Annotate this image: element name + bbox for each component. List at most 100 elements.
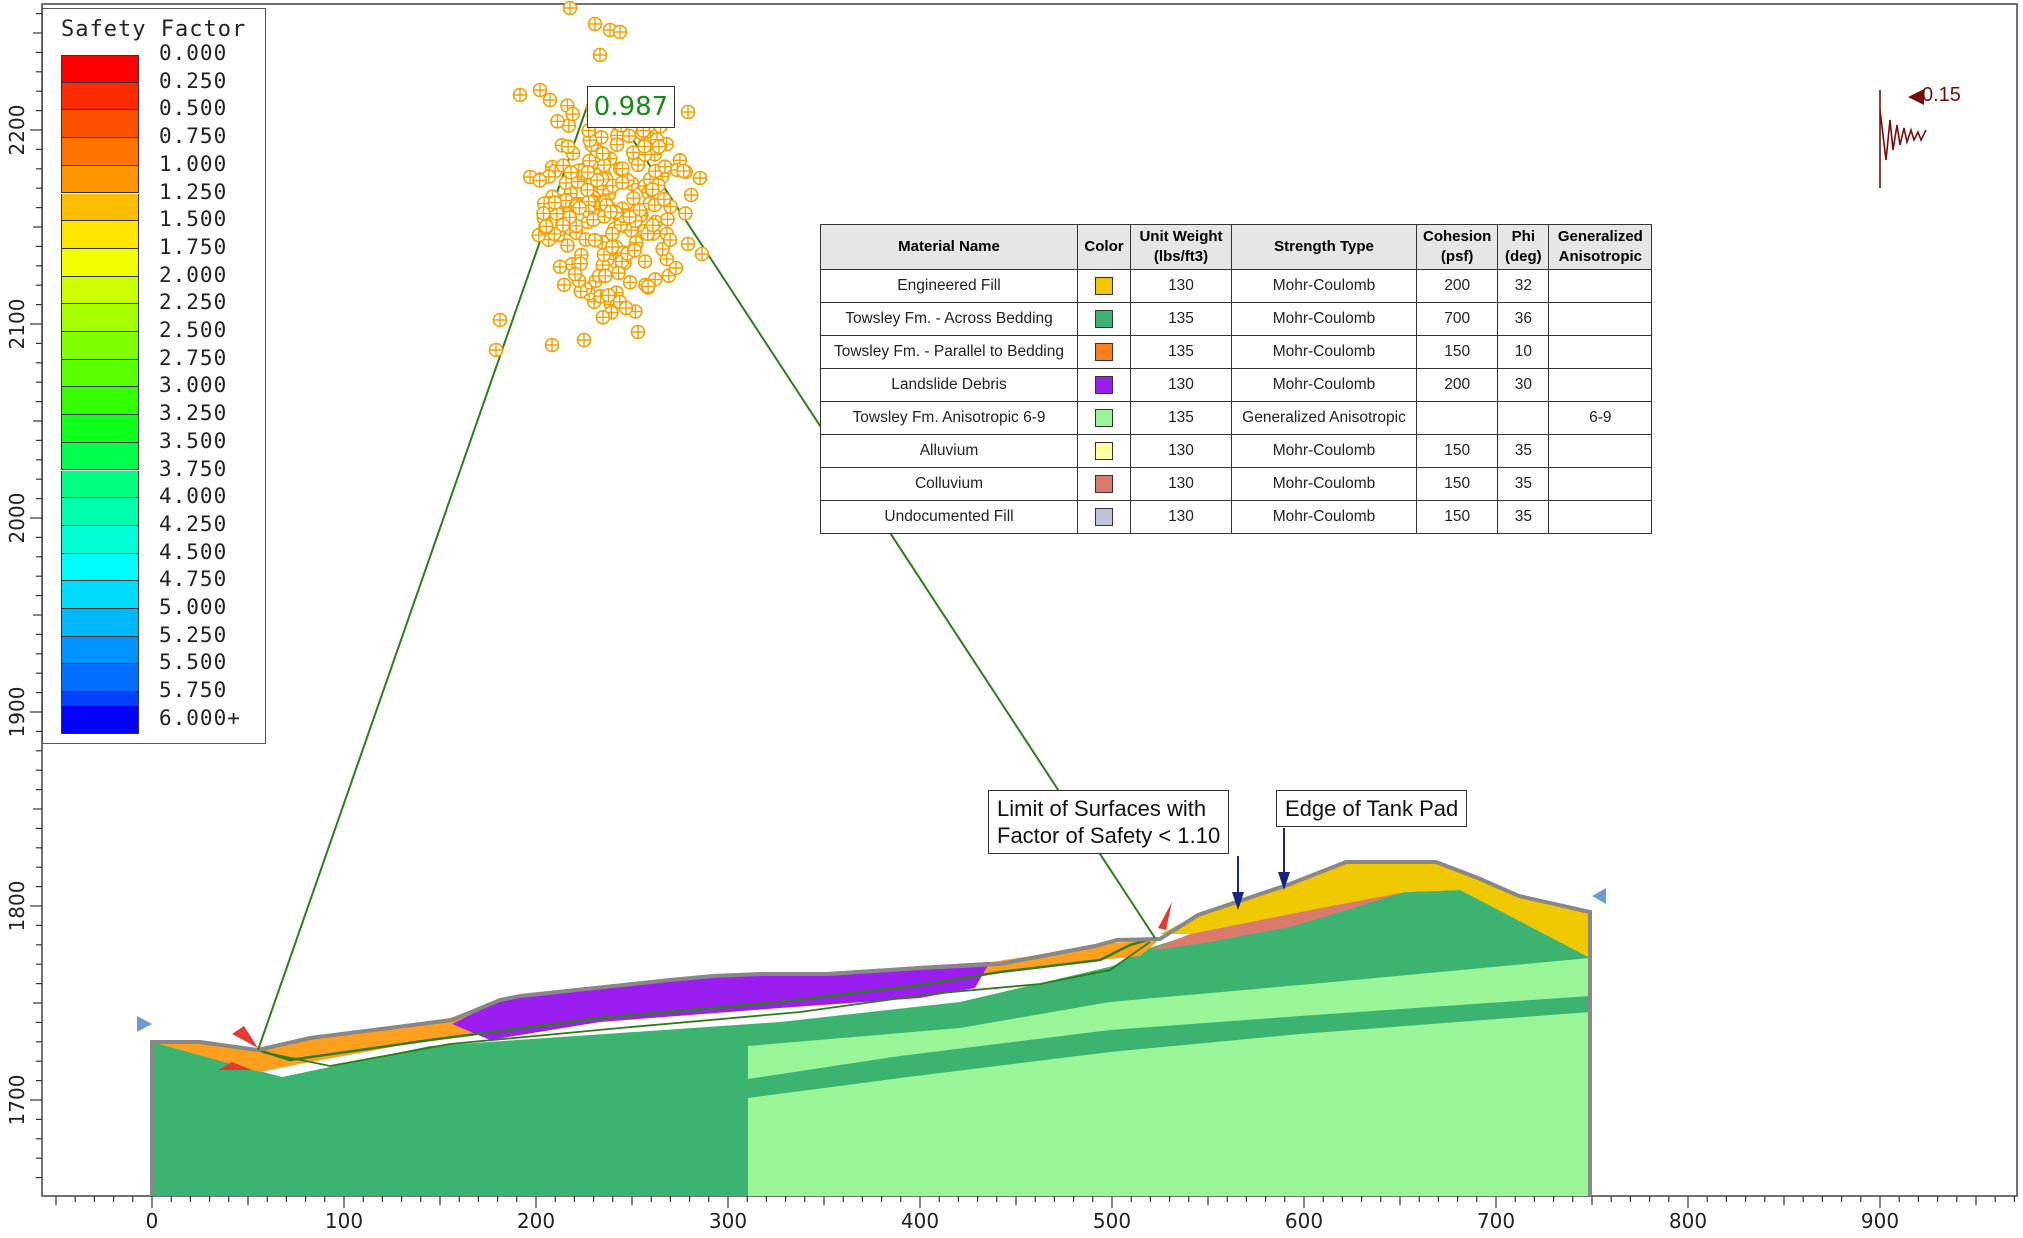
y-tick-label: 1900 xyxy=(5,687,29,738)
slide-direction-arrow-icon xyxy=(232,1026,258,1048)
material-name-cell: Towsley Fm. - Across Bedding xyxy=(820,302,1078,336)
legend-swatch xyxy=(61,498,139,526)
material-aniso-cell xyxy=(1548,368,1653,402)
slip-center-marker-icon xyxy=(668,260,684,276)
material-strength-cell: Mohr-Coulomb xyxy=(1231,302,1417,336)
slip-center-marker-icon xyxy=(592,47,608,63)
legend-swatch xyxy=(61,609,139,637)
slip-center-marker-icon xyxy=(626,190,641,206)
legend-label: 2.750 xyxy=(159,345,228,370)
material-cohesion-cell: 700 xyxy=(1415,302,1499,336)
material-phi-cell: 32 xyxy=(1497,269,1550,303)
material-color-swatch xyxy=(1095,474,1113,493)
legend-label: 0.250 xyxy=(159,68,228,93)
legend-swatch xyxy=(61,664,139,693)
table-header-row: Material Name Color Unit Weight (lbs/ft3… xyxy=(820,224,1653,270)
legend-swatch xyxy=(61,581,139,609)
slip-center-marker-icon xyxy=(614,175,630,190)
material-strength-cell: Generalized Anisotropic xyxy=(1231,401,1417,435)
limit-surfaces-callout-line-1: Limit of Surfaces with xyxy=(997,796,1207,821)
material-strength-cell: Mohr-Coulomb xyxy=(1231,467,1417,501)
material-name-cell: Undocumented Fill xyxy=(820,500,1078,534)
header-phi: Phi (deg) xyxy=(1497,224,1550,270)
slip-center-marker-icon xyxy=(625,145,641,160)
slide-direction-arrow-icon xyxy=(1158,902,1172,930)
material-name-cell: Engineered Fill xyxy=(820,269,1078,303)
slip-center-marker-icon xyxy=(622,274,638,290)
material-unit-weight-cell: 130 xyxy=(1130,368,1232,402)
legend-swatch xyxy=(61,55,139,83)
slip-center-marker-icon xyxy=(580,164,596,180)
slip-center-marker-icon xyxy=(662,232,678,248)
colluvium-region xyxy=(1150,892,1405,950)
material-color-cell xyxy=(1077,467,1131,501)
legend-swatch xyxy=(61,193,139,222)
x-tick-label: 200 xyxy=(517,1209,555,1233)
slip-center-marker-icon xyxy=(532,82,548,98)
legend-label: 4.250 xyxy=(159,511,228,536)
legend-row: 4.250 xyxy=(61,512,261,554)
material-strength-cell: Mohr-Coulomb xyxy=(1231,500,1417,534)
material-color-swatch xyxy=(1095,507,1113,526)
y-tick-label: 2100 xyxy=(5,299,29,350)
material-color-cell xyxy=(1077,434,1131,468)
material-aniso-cell xyxy=(1548,500,1653,534)
seismic-coefficient-label: 0.15 xyxy=(1922,84,1961,106)
slip-center-marker-icon xyxy=(580,182,595,198)
legend-swatch xyxy=(61,525,139,554)
limit-surfaces-callout-line-2: Factor of Safety < 1.10 xyxy=(997,823,1221,848)
legend-label: 6.000+ xyxy=(159,705,241,730)
y-tick-label: 2000 xyxy=(5,493,29,544)
material-cohesion-cell: 150 xyxy=(1415,434,1499,468)
material-cohesion-cell: 150 xyxy=(1415,335,1499,369)
legend-row: 3.500 xyxy=(61,429,261,471)
legend-row: 1.500 xyxy=(61,207,261,249)
slip-center-marker-icon xyxy=(621,128,637,144)
x-tick-label: 400 xyxy=(901,1209,939,1233)
material-color-swatch xyxy=(1095,276,1113,295)
slip-center-marker-icon xyxy=(694,246,710,262)
slip-center-marker-icon xyxy=(680,104,696,120)
seismic-load-icon xyxy=(1879,89,1927,188)
legend-row: 0.000 xyxy=(61,41,261,83)
slip-surface-critical xyxy=(257,936,1156,1062)
slip-center-marker-icon xyxy=(565,106,581,122)
material-color-cell xyxy=(1077,335,1131,369)
slip-center-marker-icon xyxy=(488,342,504,358)
legend-swatch xyxy=(61,636,139,665)
material-phi-cell: 10 xyxy=(1497,335,1550,369)
slip-center-marker-icon xyxy=(563,165,579,180)
material-phi-cell: 35 xyxy=(1497,467,1550,501)
material-unit-weight-cell: 135 xyxy=(1130,401,1232,435)
legend-swatch xyxy=(61,470,139,499)
upper-engineered-fill-wedge xyxy=(1160,862,1405,934)
header-color: Color xyxy=(1077,224,1131,270)
material-cohesion-cell xyxy=(1415,401,1499,435)
material-cohesion-cell: 200 xyxy=(1415,269,1499,303)
material-name-cell: Colluvium xyxy=(820,467,1078,501)
slip-center-marker-icon xyxy=(603,204,619,220)
search-ray-left xyxy=(257,97,591,1051)
legend-row: 4.500 xyxy=(61,540,261,582)
legend-label: 5.750 xyxy=(159,678,228,703)
legend-row: 2.250 xyxy=(61,290,261,332)
slip-center-marker-icon xyxy=(555,217,571,233)
material-cohesion-cell: 150 xyxy=(1415,500,1499,534)
legend-row: 4.750 xyxy=(61,567,261,609)
legend-label: 0.750 xyxy=(159,124,228,149)
slip-center-marker-icon xyxy=(604,226,620,242)
legend-swatch xyxy=(61,276,139,305)
legend-label: 1.750 xyxy=(159,234,228,259)
material-color-cell xyxy=(1077,302,1131,336)
x-tick-label: 700 xyxy=(1477,1209,1515,1233)
legend-swatch xyxy=(61,304,139,332)
x-tick-label: 500 xyxy=(1093,1209,1131,1233)
material-strength-cell: Mohr-Coulomb xyxy=(1231,269,1417,303)
right-boundary-marker-icon xyxy=(1592,888,1606,904)
legend-label: 1.500 xyxy=(159,207,228,232)
